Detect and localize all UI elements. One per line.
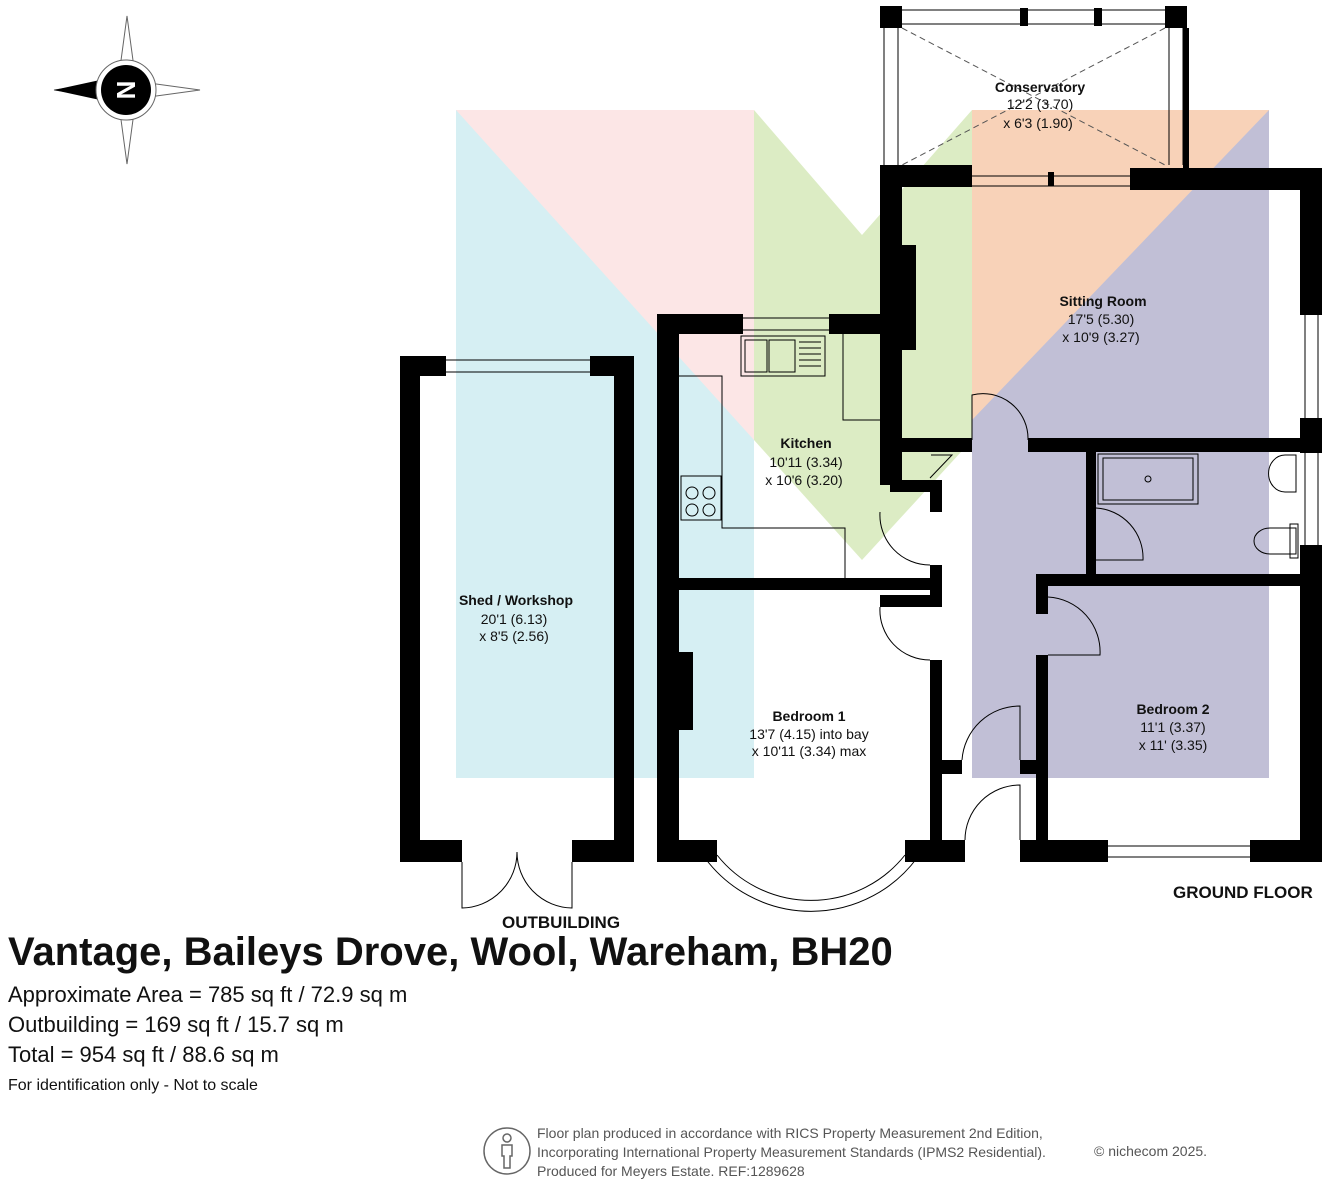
room-kitchen-dim1: 10'11 (3.34) bbox=[769, 454, 842, 470]
floor-plan: N Conservatory 12'2 (3.70) x 6'3 (1.90) … bbox=[53, 6, 1322, 930]
property-title: Vantage, Baileys Drove, Wool, Wareham, B… bbox=[8, 930, 893, 974]
doors bbox=[879, 393, 1144, 841]
footer-line-3: Produced for Meyers Estate. REF:1289628 bbox=[537, 1163, 805, 1179]
room-shed-dim2: x 8'5 (2.56) bbox=[479, 628, 549, 644]
outbuilding-area: Outbuilding = 169 sq ft / 15.7 sq m bbox=[8, 1012, 344, 1037]
kitchen-sink bbox=[740, 335, 826, 377]
room-bedroom2-dim2: x 11' (3.35) bbox=[1139, 737, 1208, 753]
room-bedroom2-dim1: 11'1 (3.37) bbox=[1140, 719, 1205, 735]
room-bedroom1-name: Bedroom 1 bbox=[772, 708, 845, 724]
conservatory-structure bbox=[880, 6, 1189, 168]
total-area: Total = 954 sq ft / 88.6 sq m bbox=[8, 1042, 279, 1067]
room-sitting-dim1: 17'5 (5.30) bbox=[1068, 311, 1135, 327]
room-bedroom2-name: Bedroom 2 bbox=[1136, 701, 1209, 717]
zone-pink-left bbox=[456, 110, 754, 440]
north-arrow-icon: N bbox=[53, 15, 201, 165]
footer-line-2: Incorporating International Property Mea… bbox=[537, 1144, 1046, 1160]
disclaimer-note: For identification only - Not to scale bbox=[8, 1077, 258, 1094]
footer-text: Floor plan produced in accordance with R… bbox=[537, 1124, 1046, 1181]
outbuilding-label: OUTBUILDING bbox=[502, 913, 620, 930]
room-bedroom1-dim1: 13'7 (4.15) into bay bbox=[749, 726, 868, 742]
room-kitchen-name: Kitchen bbox=[780, 435, 831, 451]
ground-floor-label: GROUND FLOOR bbox=[1173, 883, 1313, 902]
room-conservatory-dim1: 12'2 (3.70) bbox=[1007, 96, 1074, 112]
outbuilding-walls bbox=[400, 356, 634, 909]
person-icon bbox=[483, 1127, 531, 1175]
room-sitting-name: Sitting Room bbox=[1059, 293, 1146, 309]
wash-basin bbox=[1268, 454, 1297, 493]
footer: Floor plan produced in accordance with R… bbox=[482, 1124, 1242, 1180]
room-shed-name: Shed / Workshop bbox=[459, 592, 573, 608]
room-bedroom1-dim2: x 10'11 (3.34) max bbox=[752, 743, 866, 759]
footer-line-1: Floor plan produced in accordance with R… bbox=[537, 1125, 1043, 1141]
shower-tray bbox=[1097, 453, 1199, 505]
fixtures bbox=[679, 334, 1299, 578]
compass-letter: N bbox=[111, 81, 141, 100]
toilet bbox=[1253, 527, 1297, 555]
room-kitchen-dim2: x 10'6 (3.20) bbox=[765, 472, 842, 488]
kitchen-hob bbox=[680, 475, 722, 521]
room-shed-dim1: 20'1 (6.13) bbox=[481, 611, 548, 627]
room-conservatory-name: Conservatory bbox=[995, 79, 1085, 95]
room-labels: Conservatory 12'2 (3.70) x 6'3 (1.90) Si… bbox=[459, 79, 1313, 930]
approx-area: Approximate Area = 785 sq ft / 72.9 sq m bbox=[8, 982, 408, 1007]
room-conservatory-dim2: x 6'3 (1.90) bbox=[1003, 115, 1073, 131]
room-sitting-dim2: x 10'9 (3.27) bbox=[1062, 329, 1139, 345]
footer-copyright: © nichecom 2025. bbox=[1094, 1143, 1208, 1159]
house-walls bbox=[657, 165, 1322, 912]
